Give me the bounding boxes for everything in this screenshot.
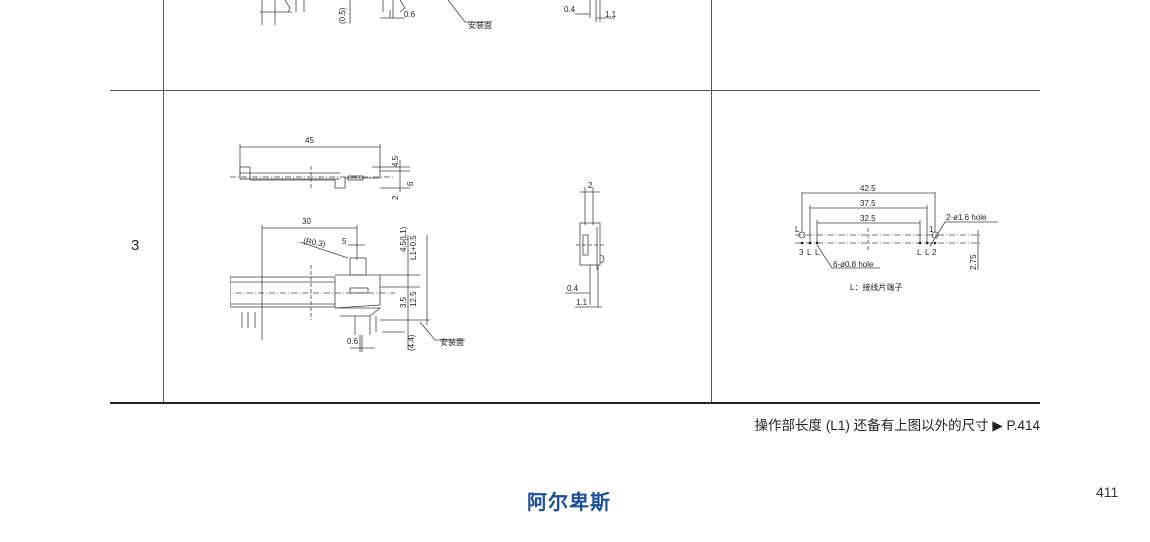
dim-label: 0.4 (567, 284, 579, 293)
pin-label: L (925, 248, 930, 257)
mount-surface-label: 安装面 (440, 337, 464, 347)
table-bottom-rule (110, 402, 1040, 404)
row-number: 3 (131, 237, 140, 254)
dim-label: 12.5 (409, 291, 418, 307)
dim-label: 5 (342, 237, 347, 246)
pin-label: 3 (799, 248, 804, 257)
dim-label: 6 (406, 181, 415, 186)
dim-label: 2 (588, 181, 593, 190)
mount-surface-label: 安装面 (468, 20, 492, 30)
dim-label: 32.5 (860, 214, 876, 223)
dim-label: 3.5 (399, 296, 408, 308)
pin-label: L (807, 248, 812, 257)
pin-label: L (795, 225, 800, 234)
pin-label: 1 (929, 225, 934, 234)
pcb-legend: L：接线片端子 (850, 282, 902, 292)
dim-label: (4.4) (407, 334, 416, 351)
dim-label: 30 (302, 217, 311, 226)
dim-label: 1.1 (605, 10, 617, 19)
footnote-reference: 操作部长度 (L1) 还备有上图以外的尺寸 ▶ P.414 (754, 418, 1040, 433)
dim-label: 4.5 (391, 155, 400, 167)
pin-label: L (815, 248, 820, 257)
dim-label: L1+0.5 (409, 235, 418, 260)
dim-label: 4.5(L1) (399, 226, 408, 252)
dim-label: 42.5 (860, 184, 876, 193)
dim-label: 0.6 (404, 10, 416, 19)
brand-logo: 阿尔卑斯 (527, 490, 611, 514)
slide-pot-top-front-drawing: 45 4.5 6 2 30 (R0.3) 5 4.5(L1) L1+0.5 3.… (230, 136, 465, 352)
dim-label: 1.1 (576, 298, 588, 307)
table-divider-right (711, 0, 712, 403)
dim-label: 45 (305, 136, 314, 145)
dim-label: 0.6 (347, 337, 359, 346)
row-divider (110, 90, 1040, 91)
dim-label: 37.5 (860, 199, 876, 208)
dim-label: 0.4 (564, 5, 576, 14)
slide-pot-side-drawing: 2 0.4 1.1 (565, 181, 605, 308)
dim-label: (R0.3) (303, 236, 327, 249)
hole-label: 2-ø1.6 hole (946, 213, 987, 222)
hole-label: 6-ø0.8 hole (833, 260, 874, 269)
table-divider-left (163, 0, 164, 403)
top-row-drawing-fragment: (0.5) 0.6 安装面 0.4 1.1 (260, 0, 617, 30)
page-number: 411 (1096, 484, 1119, 500)
dim-label: (0.5) (338, 7, 347, 24)
dim-label: 2 (391, 195, 400, 200)
pin-label: L (917, 248, 922, 257)
pcb-hole-layout-drawing: 42.5 37.5 32.5 2-ø1.6 hole 6-ø0.8 hole L… (795, 184, 998, 292)
dim-label: 2.75 (969, 254, 978, 270)
pin-label: 2 (932, 248, 937, 257)
